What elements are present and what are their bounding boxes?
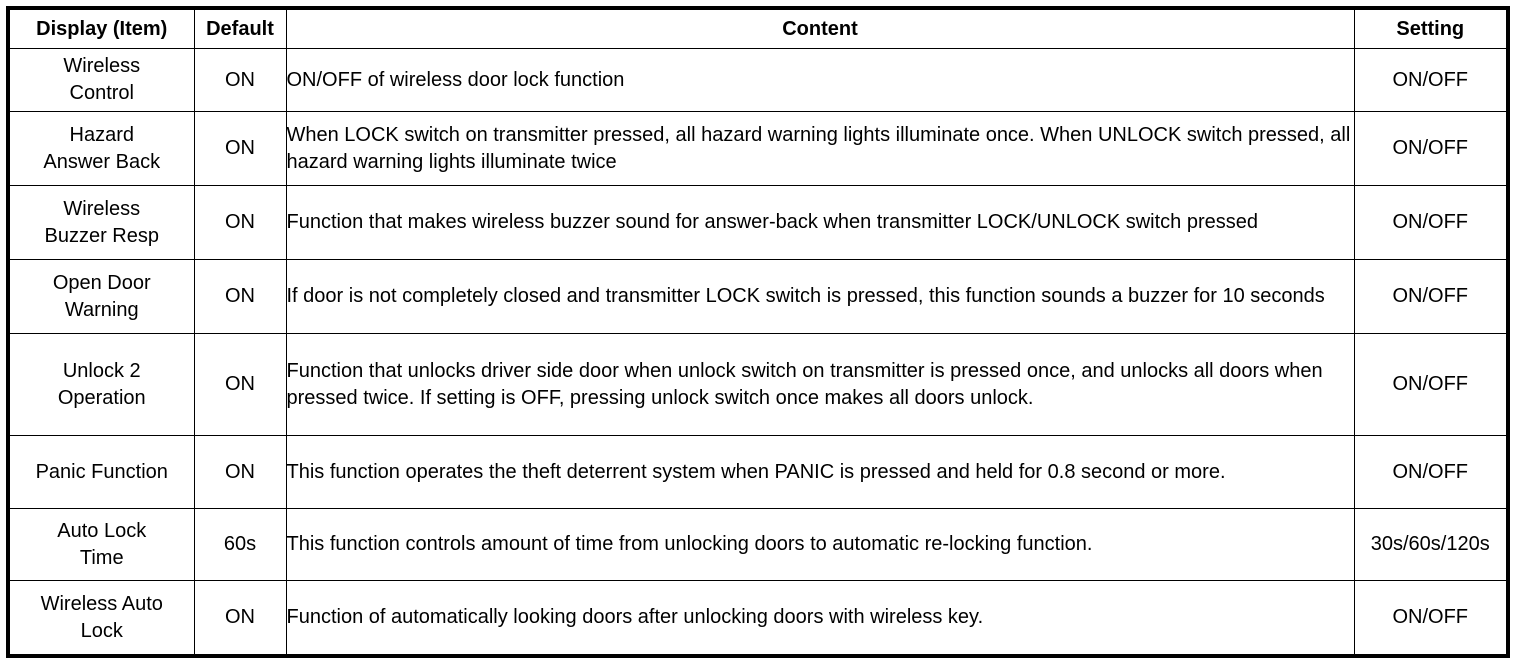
table-header-row: Display (Item) Default Content Setting (7, 7, 1509, 49)
cell-setting: ON/OFF (1353, 48, 1509, 112)
table-row: Wireless Control ON ON/OFF of wireless d… (7, 48, 1509, 112)
cell-setting: ON/OFF (1353, 580, 1509, 656)
cell-default: ON (193, 111, 287, 186)
table-row: Wireless Auto Lock ON Function of automa… (7, 580, 1509, 656)
table-row: Wireless Buzzer Resp ON Function that ma… (7, 185, 1509, 260)
column-header-content: Content (285, 7, 1355, 49)
cell-display: Panic Function (7, 435, 195, 509)
cell-default: ON (193, 435, 287, 509)
table-body: Wireless Control ON ON/OFF of wireless d… (7, 48, 1509, 656)
cell-default: ON (193, 259, 287, 334)
cell-default: 60s (193, 508, 287, 581)
cell-display: Wireless Control (7, 48, 195, 112)
cell-content: When LOCK switch on transmitter pressed,… (285, 111, 1355, 186)
cell-setting: ON/OFF (1353, 259, 1509, 334)
table-header: Display (Item) Default Content Setting (7, 7, 1509, 49)
cell-display: Hazard Answer Back (7, 111, 195, 186)
table-row: Open Door Warning ON If door is not comp… (7, 259, 1509, 334)
cell-content: This function operates the theft deterre… (285, 435, 1355, 509)
cell-content: Function that unlocks driver side door w… (285, 333, 1355, 436)
cell-content: ON/OFF of wireless door lock function (285, 48, 1355, 112)
column-header-setting: Setting (1353, 7, 1509, 49)
cell-content: This function controls amount of time fr… (285, 508, 1355, 581)
cell-setting: ON/OFF (1353, 333, 1509, 436)
table-row: Panic Function ON This function operates… (7, 435, 1509, 509)
column-header-default: Default (193, 7, 287, 49)
cell-display: Open Door Warning (7, 259, 195, 334)
cell-default: ON (193, 333, 287, 436)
column-header-display: Display (Item) (7, 7, 195, 49)
cell-default: ON (193, 580, 287, 656)
cell-display: Unlock 2 Operation (7, 333, 195, 436)
cell-content: Function that makes wireless buzzer soun… (285, 185, 1355, 260)
cell-default: ON (193, 48, 287, 112)
cell-content: If door is not completely closed and tra… (285, 259, 1355, 334)
cell-setting: 30s/60s/120s (1353, 508, 1509, 581)
table-row: Auto Lock Time 60s This function control… (7, 508, 1509, 581)
table-row: Unlock 2 Operation ON Function that unlo… (7, 333, 1509, 436)
cell-setting: ON/OFF (1353, 111, 1509, 186)
cell-display: Auto Lock Time (7, 508, 195, 581)
wireless-settings-table: Display (Item) Default Content Setting W… (6, 6, 1510, 658)
cell-display: Wireless Auto Lock (7, 580, 195, 656)
cell-default: ON (193, 185, 287, 260)
cell-setting: ON/OFF (1353, 435, 1509, 509)
table-row: Hazard Answer Back ON When LOCK switch o… (7, 111, 1509, 186)
cell-display: Wireless Buzzer Resp (7, 185, 195, 260)
cell-setting: ON/OFF (1353, 185, 1509, 260)
cell-content: Function of automatically looking doors … (285, 580, 1355, 656)
